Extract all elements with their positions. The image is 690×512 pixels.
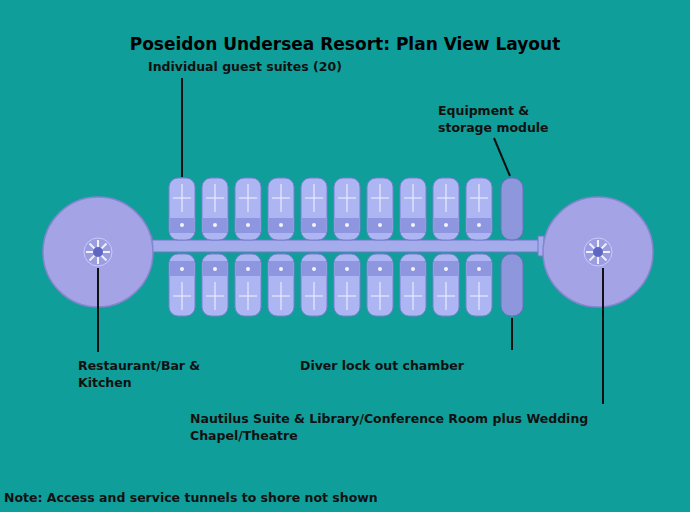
lockout-chamber xyxy=(501,254,523,316)
guest-suite xyxy=(202,178,228,240)
guest-suite xyxy=(433,178,459,240)
leader-line xyxy=(602,268,604,404)
nautilus-hub xyxy=(543,197,653,307)
guest-suite xyxy=(301,254,327,316)
guest-suite xyxy=(334,254,360,316)
guest-suite xyxy=(169,254,195,316)
guest-suite xyxy=(433,254,459,316)
guest-suite xyxy=(301,178,327,240)
callout-label: Restaurant/Bar & Kitchen xyxy=(78,357,238,391)
callout-label: Individual guest suites (20) xyxy=(148,58,342,75)
guest-suite xyxy=(334,178,360,240)
guest-suite xyxy=(268,254,294,316)
note-text: Note: Access and service tunnels to shor… xyxy=(4,489,378,506)
leader-line xyxy=(97,268,99,352)
guest-suite xyxy=(367,178,393,240)
guest-suite xyxy=(235,178,261,240)
callout-label: Nautilus Suite & Library/Conference Room… xyxy=(190,410,622,444)
diagram-title: Poseidon Undersea Resort: Plan View Layo… xyxy=(0,33,690,55)
guest-suite xyxy=(169,178,195,240)
leader-line xyxy=(511,318,513,350)
guest-suite xyxy=(400,254,426,316)
guest-suite xyxy=(367,254,393,316)
equipment-module xyxy=(501,178,523,240)
guest-suite xyxy=(400,178,426,240)
leader-line xyxy=(494,138,510,176)
guest-suite xyxy=(466,254,492,316)
guest-suite xyxy=(268,178,294,240)
guest-suite xyxy=(235,254,261,316)
leader-line xyxy=(181,78,183,177)
guest-suite xyxy=(202,254,228,316)
callout-label: Diver lock out chamber xyxy=(300,357,464,374)
guest-suite xyxy=(466,178,492,240)
callout-label: Equipment & storage module xyxy=(438,102,576,136)
corridor xyxy=(148,240,542,252)
